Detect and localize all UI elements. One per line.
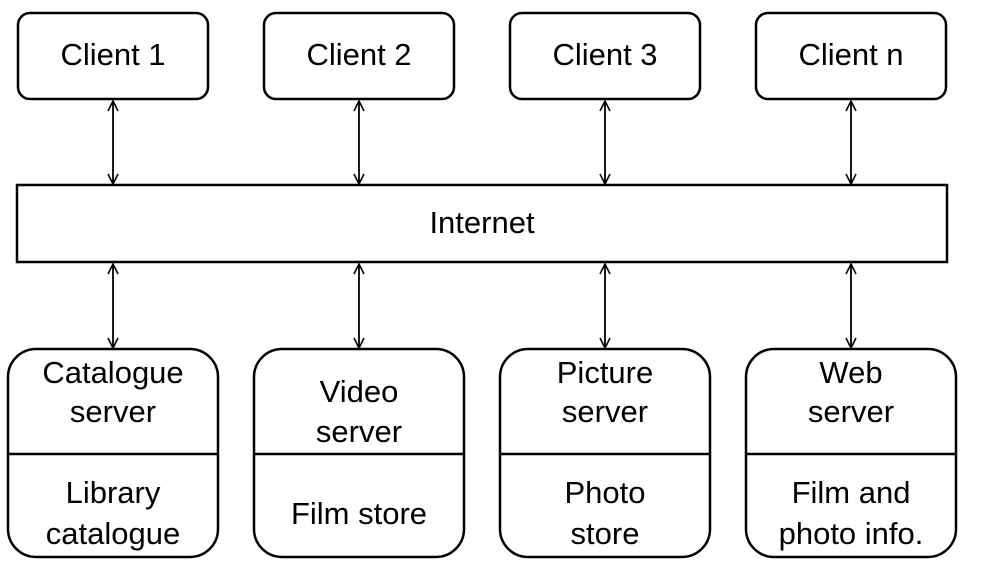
server-store-line: Library xyxy=(66,475,161,510)
server-name-line: server xyxy=(70,394,156,429)
internet-label: Internet xyxy=(429,205,535,240)
client-node: Client n xyxy=(754,11,948,101)
server-node: Video server Film store xyxy=(252,347,466,559)
client-label: Client 1 xyxy=(60,37,165,72)
client-label: Client 3 xyxy=(552,37,657,72)
client-node: Client 1 xyxy=(16,11,210,101)
server-store-line: Photo xyxy=(564,475,645,510)
client-label: Client n xyxy=(798,37,903,72)
server-node: Web server Film and photo info. xyxy=(744,347,958,559)
server-store-line: Film and xyxy=(792,475,911,510)
server-name-line: Catalogue xyxy=(42,355,183,390)
server-node: Picture server Photo store xyxy=(498,347,712,559)
internet-node: Internet xyxy=(15,183,949,264)
server-store-line: store xyxy=(571,516,640,551)
server-name-line: Web xyxy=(819,355,882,390)
client-node: Client 2 xyxy=(262,11,456,101)
client-node: Client 3 xyxy=(508,11,702,101)
server-store-line: photo info. xyxy=(779,516,924,551)
server-node: Catalogue server Library catalogue xyxy=(6,347,220,559)
client-label: Client 2 xyxy=(306,37,411,72)
server-store-line: Film store xyxy=(291,496,427,531)
server-name-line: Video xyxy=(320,374,399,409)
server-name-line: server xyxy=(316,414,402,449)
server-store-line: catalogue xyxy=(46,516,180,551)
server-name-line: Picture xyxy=(557,355,653,390)
server-name-line: server xyxy=(808,394,894,429)
server-name-line: server xyxy=(562,394,648,429)
